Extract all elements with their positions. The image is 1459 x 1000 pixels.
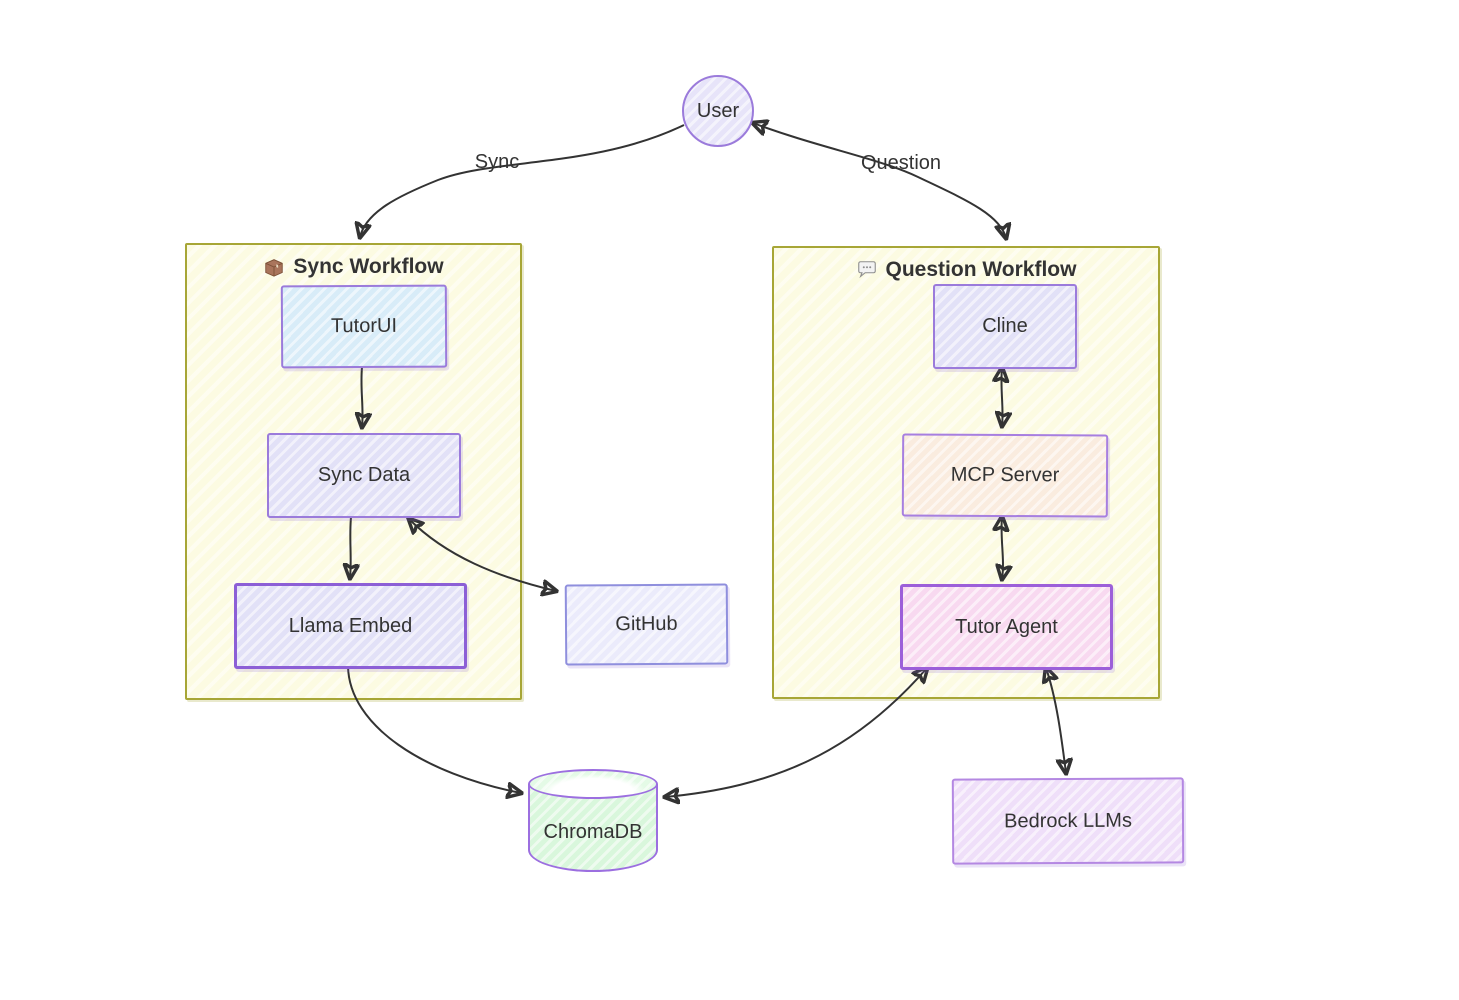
chromadb-node-label: ChromaDB [543, 820, 643, 843]
edge-sync-data-llama-embed [350, 516, 351, 578]
mcp-server-node-label: MCP Server [950, 463, 1060, 487]
tutorui-node: TutorUI [280, 284, 448, 369]
cline-node: Cline [933, 284, 1077, 369]
speech-balloon-icon [856, 259, 878, 281]
edge-tutor-agent-chromadb [665, 668, 927, 797]
sync-edge-label: Sync [474, 151, 520, 173]
tutor-agent-node: Tutor Agent [900, 584, 1113, 670]
github-node-label: GitHub [615, 612, 678, 636]
sync-data-node: Sync Data [267, 433, 461, 518]
edge-llama-embed-chromadb [347, 665, 521, 793]
edge-cline-mcp-server [1001, 368, 1002, 426]
tutorui-node-label: TutorUI [330, 314, 398, 338]
chromadb-cylinder-top [528, 769, 658, 799]
edge-sync-data-github [409, 519, 556, 591]
bedrock-llms-node-label: Bedrock LLMs [1004, 809, 1132, 832]
sync-workflow-title-text: Sync Workflow [293, 255, 444, 278]
user-node-label: User [696, 99, 740, 122]
edge-user-sync-workflow [360, 124, 685, 237]
llama-embed-node-label: Llama Embed [288, 614, 413, 637]
question-edge-label: Question [860, 152, 942, 174]
edge-tutorui-sync-data [361, 366, 362, 427]
mcp-server-node: MCP Server [901, 433, 1109, 518]
sync-workflow-title: Sync Workflow [187, 255, 520, 279]
question-workflow-title: Question Workflow [774, 258, 1158, 282]
llama-embed-node: Llama Embed [234, 583, 467, 669]
package-icon [263, 256, 285, 278]
user-node: User [682, 75, 754, 147]
cline-node-label: Cline [982, 315, 1028, 337]
tutor-agent-node-label: Tutor Agent [955, 615, 1058, 638]
sync-data-node-label: Sync Data [317, 464, 411, 486]
github-node: GitHub [564, 583, 729, 666]
edge-tutor-agent-bedrock [1046, 668, 1066, 773]
bedrock-llms-node: Bedrock LLMs [951, 777, 1185, 865]
edge-mcp-server-tutor-agent [1002, 517, 1003, 579]
edge-user-question-workflow [753, 123, 1006, 238]
question-workflow-title-text: Question Workflow [885, 258, 1077, 281]
